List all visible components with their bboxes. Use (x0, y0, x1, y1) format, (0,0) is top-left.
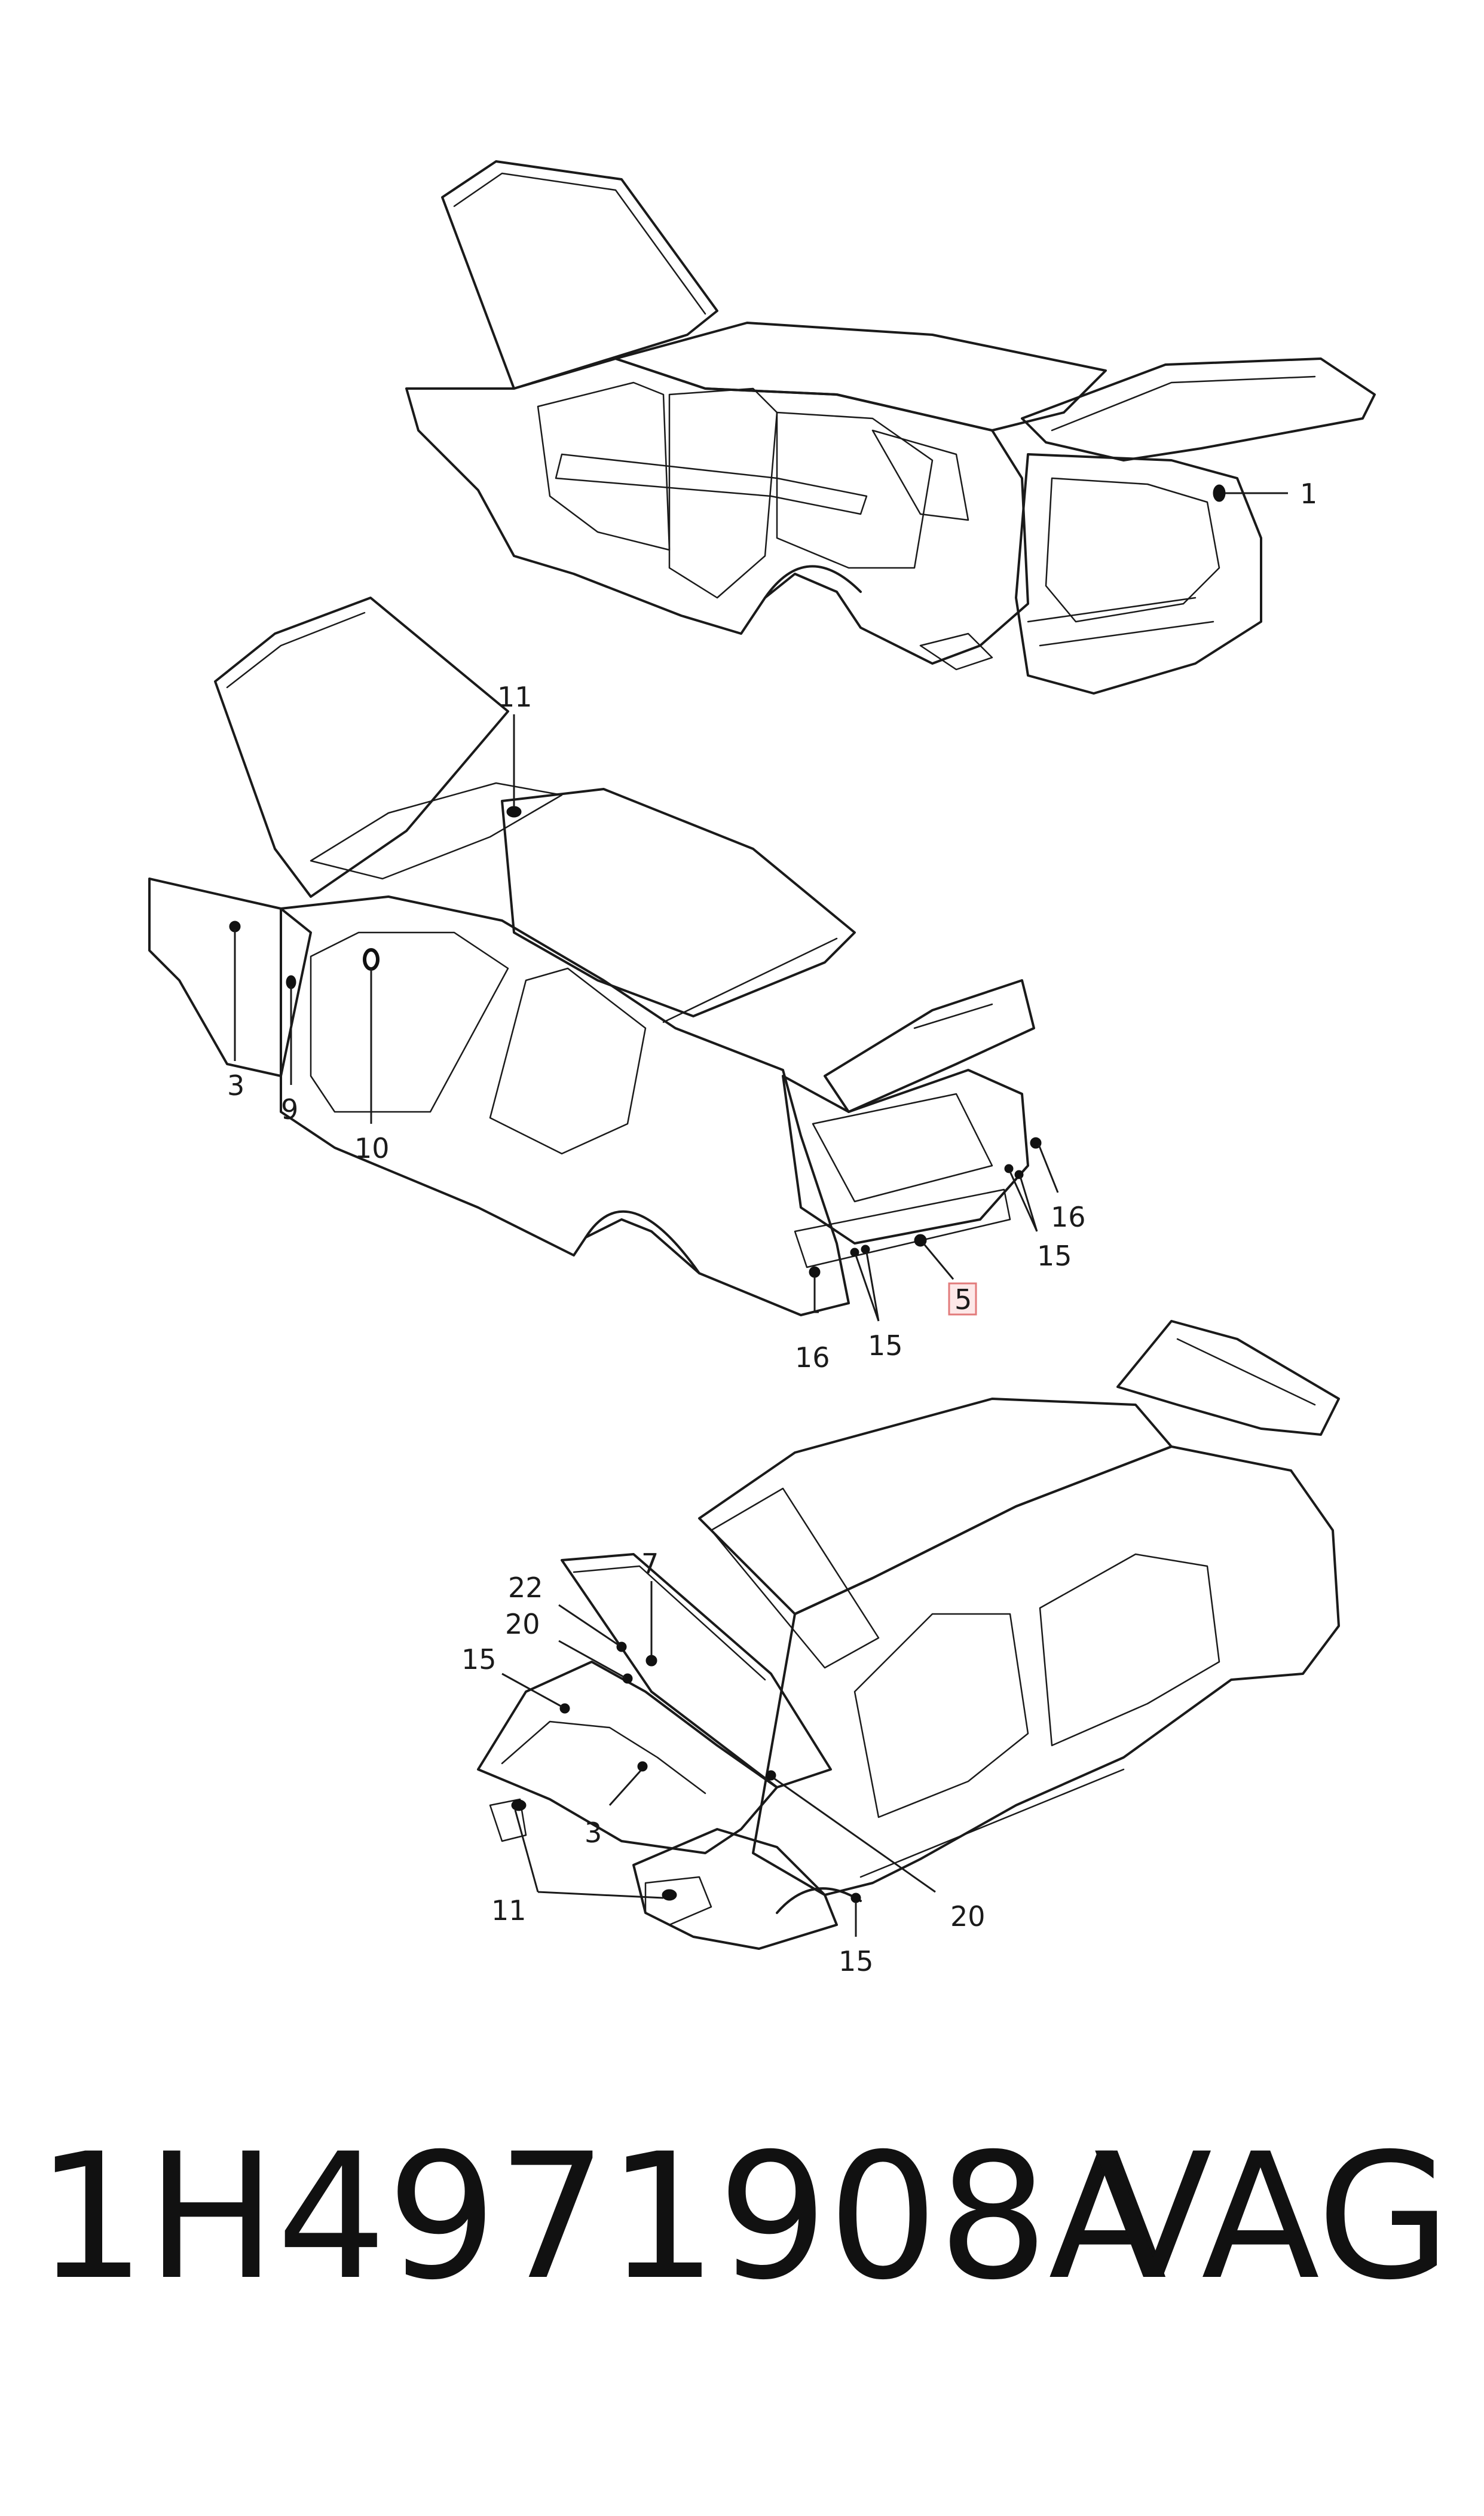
plug-3-front (637, 1761, 648, 1772)
callout-16-right: 16 (1051, 1201, 1086, 1233)
callout-5-highlight (948, 1282, 977, 1316)
callout-3-front: 3 (585, 1817, 602, 1849)
callout-16-left: 16 (795, 1341, 830, 1374)
callout-15-right: 15 (1037, 1240, 1072, 1272)
saloon-body-shell (148, 597, 1035, 1316)
plug-11-front-b (662, 1889, 677, 1901)
brand-name: VAG (1094, 2117, 1451, 2318)
plug-15-arch (850, 1893, 861, 1903)
callout-labels: 1 11 3 9 10 16 15 5 15 16 7 22 20 15 3 1… (227, 478, 1317, 1977)
callout-15-front: 15 (461, 1643, 497, 1676)
plugs (229, 484, 1226, 1903)
callout-10: 10 (354, 1132, 390, 1164)
saloon-front-shell (477, 1320, 1340, 1950)
callout-11-roof: 11 (497, 681, 533, 713)
callout-20-lower: 20 (950, 1900, 986, 1933)
callout-20-upper: 20 (505, 1608, 540, 1640)
callout-22: 22 (508, 1572, 543, 1604)
callout-3-wing: 3 (227, 1069, 244, 1102)
plug-1 (1213, 484, 1226, 502)
estate-body-shell (405, 160, 1376, 695)
plug-11-front-a (511, 1799, 527, 1811)
callout-7: 7 (641, 1548, 659, 1580)
plug-7 (645, 1655, 657, 1667)
plug-15-right-b (1014, 1170, 1024, 1179)
plug-15-left-a (850, 1248, 859, 1257)
plug-22 (616, 1641, 627, 1652)
callout-1: 1 (1300, 478, 1317, 510)
callout-9: 9 (281, 1093, 298, 1126)
plug-20-upper (622, 1673, 633, 1684)
plug-10 (363, 948, 380, 971)
leader-lines (234, 492, 1288, 1937)
part-number: 1H4971908A (36, 2117, 1167, 2318)
plug-15-front (559, 1703, 570, 1714)
plug-16-left (809, 1266, 821, 1278)
plug-15-left-b (861, 1245, 870, 1254)
plug-20-lower (766, 1770, 776, 1781)
callout-15-arch: 15 (839, 1945, 874, 1977)
plug-11-roof (506, 806, 522, 818)
callout-15-left: 15 (868, 1329, 903, 1362)
callout-5: 5 (954, 1283, 972, 1316)
callout-11-front: 11 (491, 1894, 527, 1927)
plug-15-right-a (1004, 1164, 1014, 1173)
